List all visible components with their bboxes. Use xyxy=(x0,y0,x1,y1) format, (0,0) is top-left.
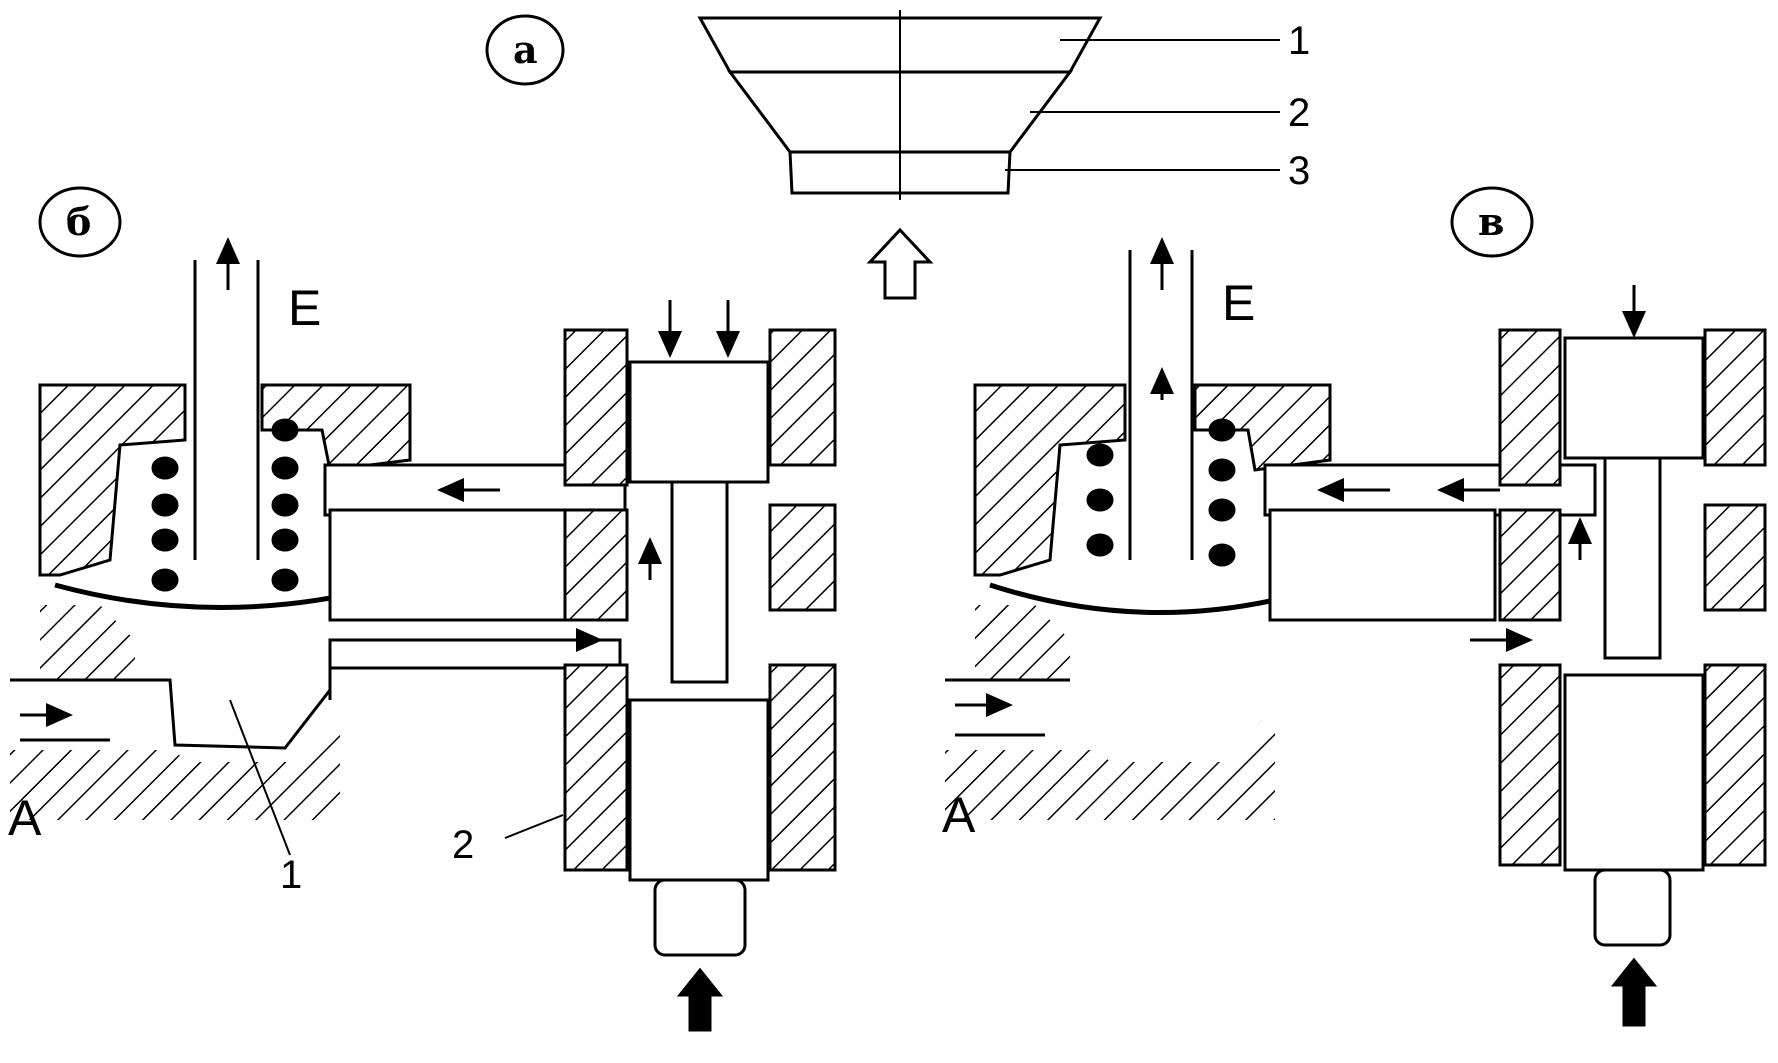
wall-v-1 xyxy=(1498,328,1562,487)
housing-left-lower xyxy=(40,605,135,680)
plunger-tip-b xyxy=(653,878,747,957)
push-arrow-b xyxy=(676,967,724,1032)
inlet-label-v: A xyxy=(942,787,976,843)
label-circle-b xyxy=(38,186,122,258)
label-circle-a xyxy=(485,14,565,86)
wall-v-6 xyxy=(1703,663,1767,867)
plunger-stem-v xyxy=(1603,456,1662,660)
wall-v-3 xyxy=(1498,663,1562,867)
part-v xyxy=(945,186,1767,1027)
wall-b-4 xyxy=(768,328,837,467)
housing-v-top-right xyxy=(1193,383,1332,472)
exhaust-label-b: E xyxy=(288,280,321,336)
exhaust-label-v: E xyxy=(1222,275,1255,331)
callout-2: 2 xyxy=(452,823,474,867)
plunger-stem-b xyxy=(670,480,729,684)
wall-b-3 xyxy=(563,663,629,872)
label-circle-v xyxy=(1450,186,1534,258)
plunger-tip-v xyxy=(1593,868,1672,947)
housing-left-upper xyxy=(38,383,187,577)
label-b: б xyxy=(66,199,91,244)
inlet-channel xyxy=(10,638,622,750)
wall-v-4 xyxy=(1703,328,1767,467)
layer-label-2: 2 xyxy=(1288,91,1310,135)
plunger-head-b xyxy=(628,360,770,484)
housing-v-left-lower xyxy=(975,605,1070,680)
label-v: в xyxy=(1478,199,1504,244)
plunger-body-v xyxy=(1563,673,1705,872)
callout-1: 1 xyxy=(280,853,302,897)
housing-v-left-upper xyxy=(973,383,1127,577)
wall-b-6 xyxy=(768,663,837,872)
plunger-head-v xyxy=(1563,336,1705,460)
wall-b-2 xyxy=(563,508,629,622)
wall-v-5 xyxy=(1703,503,1767,612)
spring-v xyxy=(1086,418,1236,567)
housing-bottom xyxy=(10,720,340,820)
layer-label-1: 1 xyxy=(1288,19,1310,63)
housing-v-bottom xyxy=(945,720,1275,820)
push-arrow-v xyxy=(1610,957,1658,1027)
part-b xyxy=(10,186,837,1032)
spring-b xyxy=(151,418,299,592)
wall-b-5 xyxy=(768,503,837,612)
part-a-cone xyxy=(485,10,1280,300)
plunger-body-b xyxy=(628,698,770,882)
layer-label-3: 3 xyxy=(1288,149,1310,193)
up-hollow-arrow xyxy=(866,227,934,300)
inlet-label-b: A xyxy=(8,790,42,846)
wall-v-2 xyxy=(1498,508,1562,622)
label-a: а xyxy=(513,27,538,72)
block-v xyxy=(1268,508,1497,622)
wall-b-1 xyxy=(563,328,629,487)
